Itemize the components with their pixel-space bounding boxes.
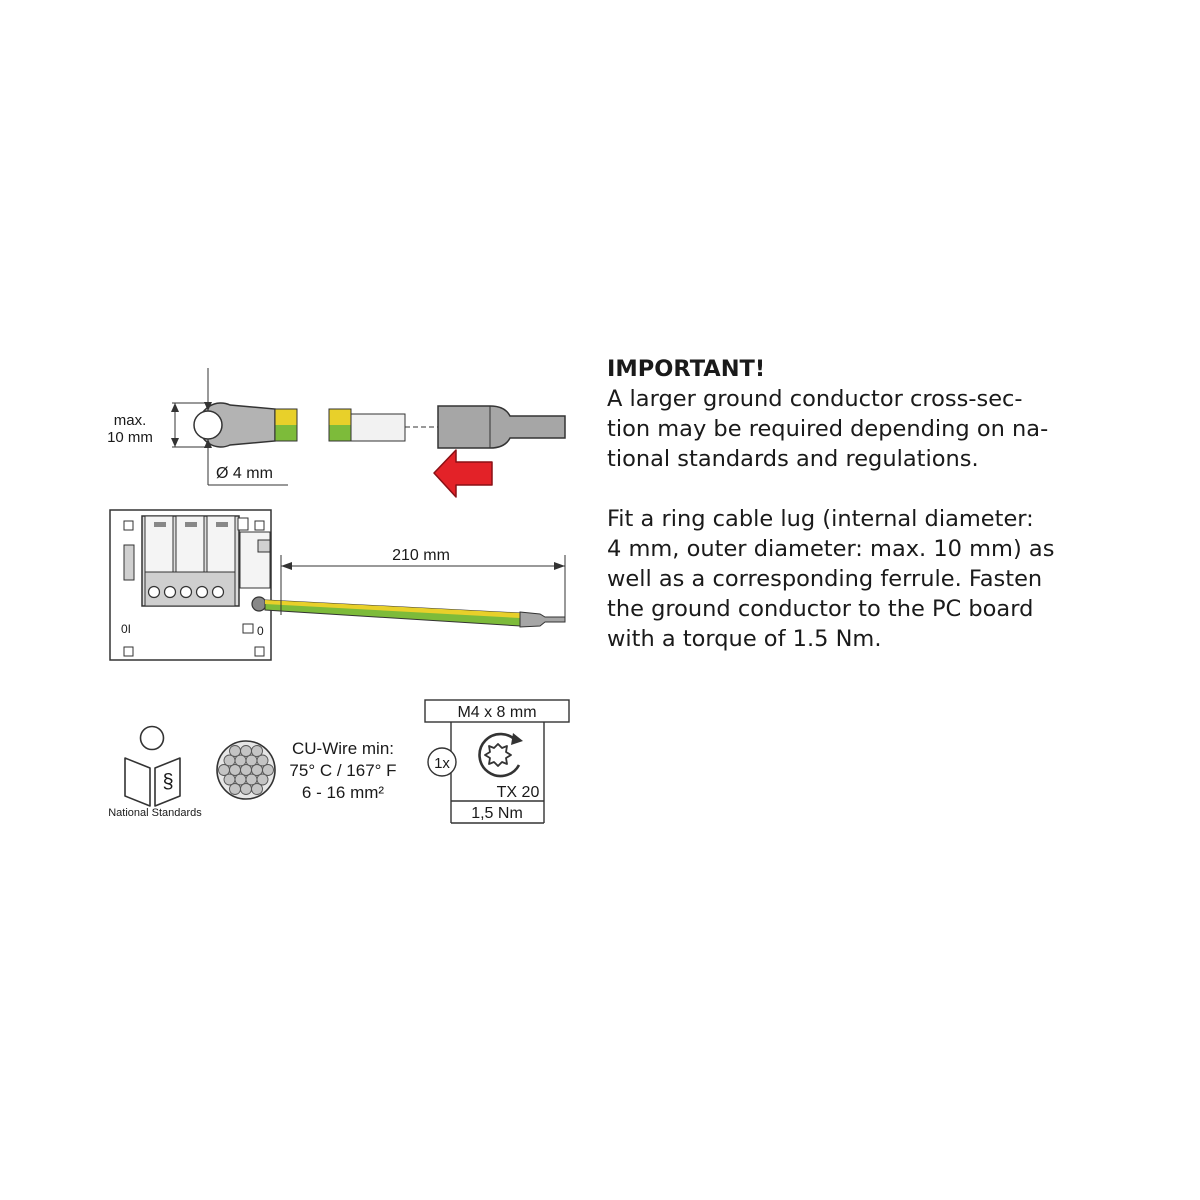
notice-p2-line5: with a torque of 1.5 Nm. [607, 626, 882, 652]
notice-p1-line1: A larger ground conductor cross-sec- [607, 386, 1023, 412]
section-symbol: § [162, 771, 173, 793]
ferrule [437, 405, 566, 449]
notice-p2-line3: well as a corresponding ferrule. Fasten [607, 566, 1043, 592]
pc-board: 0I 0 [109, 509, 272, 661]
wire-green-band [275, 425, 297, 441]
insert-arrow-icon [433, 449, 493, 498]
national-standards-icon: § National Standards [108, 725, 202, 819]
quantity-label: 1x [434, 755, 450, 772]
national-standards-label: National Standards [108, 807, 202, 819]
wire-yellow-band [275, 409, 297, 425]
inner-diameter-label: Ø 4 mm [216, 465, 273, 482]
cable-length-label: 210 mm [392, 547, 450, 564]
screw-size-label: M4 x 8 mm [457, 704, 536, 721]
outer-diameter-label-1: max. [114, 412, 147, 429]
board-mark-left: 0I [121, 622, 131, 636]
ground-screw-icon [251, 596, 267, 612]
notice-p2-line1: Fit a ring cable lug (internal diameter: [607, 506, 1034, 532]
notice-p1-line3: tional standards and regulations. [607, 446, 979, 472]
wire-spec-line3: 6 - 16 mm² [302, 783, 385, 802]
stranded-wire-icon: CU-Wire min: 75° C / 167° F 6 - 16 mm² [216, 739, 397, 802]
torque-label: 1,5 Nm [471, 805, 523, 822]
notice-title: IMPORTANT! [607, 356, 766, 382]
important-notice: IMPORTANT! A larger ground conductor cro… [607, 354, 1127, 654]
stripped-wire [328, 408, 438, 442]
inner-diameter-dimension: Ø 4 mm [204, 368, 288, 486]
notice-p1-line2: tion may be required depending on na- [607, 416, 1049, 442]
screw-spec-box: M4 x 8 mm 1x TX 20 1,5 Nm [424, 699, 570, 824]
ring-cable-lug [193, 402, 298, 448]
bit-size-label: TX 20 [497, 784, 540, 801]
wire-spec-line1: CU-Wire min: [292, 739, 394, 758]
outer-diameter-dimension: max. 10 mm [107, 402, 210, 448]
cable-length-dimension: 210 mm [280, 547, 566, 620]
wire-spec-line2: 75° C / 167° F [289, 761, 396, 780]
ground-conductor [264, 599, 566, 628]
outer-diameter-label-2: 10 mm [107, 429, 153, 446]
notice-p2-line2: 4 mm, outer diameter: max. 10 mm) as [607, 536, 1055, 562]
notice-p2-line4: the ground conductor to the PC board [607, 596, 1034, 622]
torx-bit-icon [478, 732, 523, 778]
board-mark-right: 0 [257, 624, 264, 638]
